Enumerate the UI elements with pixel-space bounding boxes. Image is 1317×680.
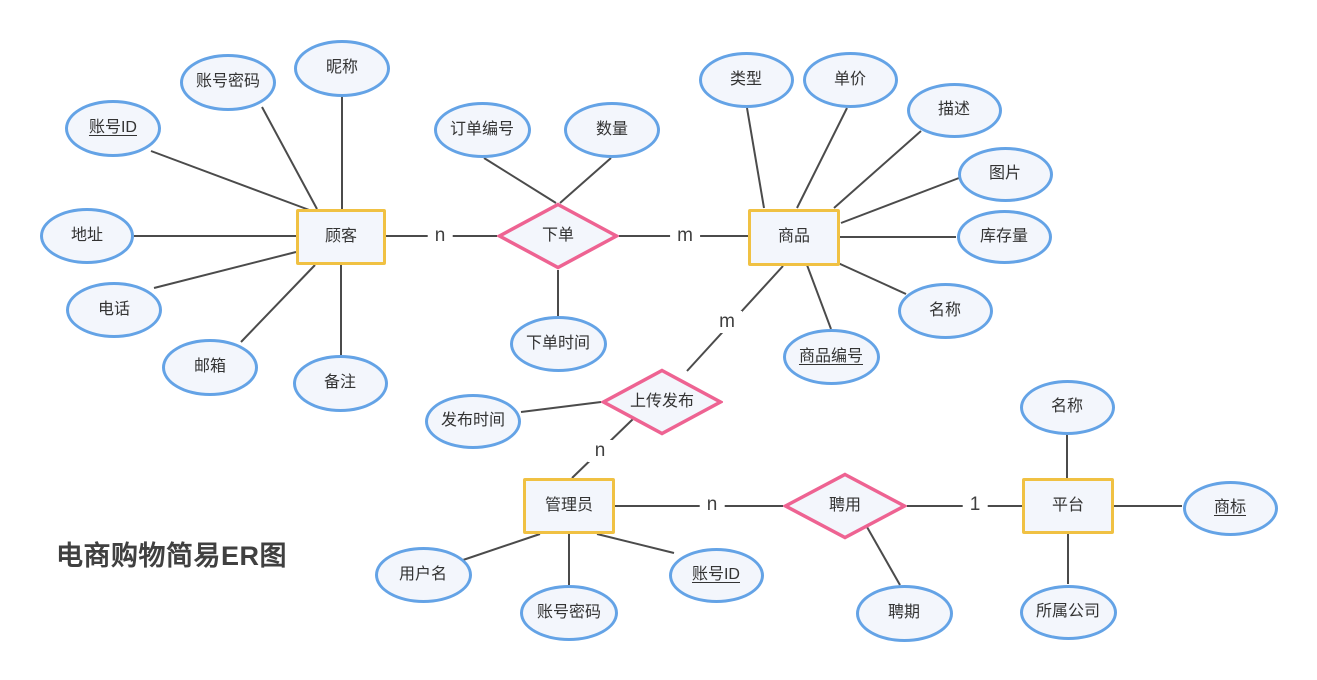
attribute-label: 商品编号 — [798, 348, 863, 366]
attribute-label: 昵称 — [325, 59, 358, 77]
diagram-title: 电商购物简易ER图 — [56, 541, 288, 571]
cardinality-label-customer--place-order: n — [427, 225, 453, 247]
attribute-product-type: 类型 — [698, 52, 794, 108]
attribute-customer-account-id: 账号ID — [65, 99, 161, 157]
edge-employ--employment-term — [866, 526, 901, 586]
attribute-employment-term: 聘期 — [855, 584, 953, 642]
attribute-label: 发布时间 — [440, 412, 505, 430]
attribute-label: 单价 — [833, 71, 866, 89]
diamond-shape — [601, 368, 723, 436]
relationship-upload-publish: 上传发布 — [601, 368, 723, 436]
attribute-label: 用户名 — [398, 566, 447, 584]
attribute-order-number: 订单编号 — [433, 102, 531, 158]
attribute-admin-username: 用户名 — [374, 547, 472, 603]
attribute-label: 账号ID — [691, 566, 740, 584]
edge-product-image--product — [840, 177, 960, 224]
attribute-admin-account-id: 账号ID — [668, 547, 764, 603]
attribute-label: 订单编号 — [449, 121, 514, 139]
attribute-label: 账号密码 — [536, 604, 601, 622]
attribute-label: 所属公司 — [1035, 603, 1100, 621]
cardinality-label-employ--platform: 1 — [962, 494, 988, 516]
attribute-label: 名称 — [1050, 398, 1083, 416]
relationship-label: 聘用 — [828, 497, 861, 515]
edge-customer-email--customer — [240, 264, 316, 343]
attribute-customer-nickname: 昵称 — [294, 39, 390, 97]
attribute-product-image: 图片 — [957, 146, 1053, 202]
edge-order-quantity--place-order — [559, 157, 612, 204]
attribute-customer-address: 地址 — [40, 208, 134, 264]
attribute-product-number: 商品编号 — [782, 329, 880, 385]
attribute-order-quantity: 数量 — [564, 102, 660, 158]
relationship-employ: 聘用 — [783, 472, 907, 540]
edge-customer-account-password--customer — [261, 106, 318, 210]
cardinality-label-upload-publish--admin: n — [587, 440, 613, 462]
attribute-platform-parent-company: 所属公司 — [1019, 584, 1117, 640]
entity-customer: 顾客 — [296, 209, 386, 265]
edge-customer-account-id--customer — [150, 150, 313, 212]
attribute-label: 账号密码 — [195, 73, 260, 91]
attribute-label: 描述 — [937, 101, 970, 119]
attribute-label: 名称 — [928, 302, 961, 320]
attribute-admin-account-password: 账号密码 — [520, 585, 618, 641]
edge-admin--admin-account-id — [596, 533, 675, 554]
attribute-product-description: 描述 — [906, 82, 1002, 138]
attribute-label: 数量 — [595, 121, 628, 139]
attribute-product-unit-price: 单价 — [802, 52, 898, 108]
attribute-customer-email: 邮箱 — [162, 338, 258, 396]
attribute-label: 账号ID — [88, 119, 137, 137]
attribute-label: 下单时间 — [525, 335, 590, 353]
relationship-label: 上传发布 — [629, 393, 694, 411]
attribute-customer-account-password: 账号密码 — [180, 53, 276, 111]
attribute-platform-name: 名称 — [1019, 379, 1115, 435]
edge-customer-phone--customer — [153, 251, 297, 289]
attribute-product-stock: 库存量 — [956, 210, 1052, 264]
attribute-label: 电话 — [97, 301, 130, 319]
relationship-label: 下单 — [541, 227, 574, 245]
attribute-order-time: 下单时间 — [509, 316, 607, 372]
entity-label: 商品 — [777, 228, 810, 246]
entity-product: 商品 — [748, 208, 840, 266]
attribute-platform-trademark: 商标 — [1182, 480, 1278, 536]
edge-product-type--product — [746, 107, 765, 209]
attribute-customer-phone: 电话 — [66, 282, 162, 338]
edge-publish-time--upload-publish — [520, 401, 602, 413]
entity-platform: 平台 — [1022, 478, 1114, 534]
attribute-label: 邮箱 — [193, 358, 226, 376]
attribute-product-name: 名称 — [897, 283, 993, 339]
attribute-publish-time: 发布时间 — [425, 393, 521, 449]
attribute-label: 商标 — [1213, 499, 1246, 517]
attribute-label: 备注 — [323, 374, 356, 392]
cardinality-label-admin--employ: n — [699, 494, 725, 516]
diamond-shape — [783, 472, 907, 540]
edge-product-unit-price--product — [796, 107, 848, 209]
entity-admin: 管理员 — [523, 478, 615, 534]
edge-product--product-number — [806, 264, 832, 330]
edge-admin--admin-username — [462, 533, 541, 561]
attribute-customer-remark: 备注 — [292, 354, 388, 412]
edge-order-number--place-order — [483, 157, 557, 204]
entity-label: 管理员 — [544, 497, 593, 515]
attribute-label: 类型 — [729, 71, 762, 89]
attribute-label: 地址 — [70, 227, 103, 245]
relationship-place-order: 下单 — [497, 202, 619, 270]
cardinality-label-product--upload-publish: m — [712, 311, 742, 333]
attribute-label: 库存量 — [979, 228, 1028, 246]
entity-label: 平台 — [1051, 497, 1084, 515]
edge-product--product-name — [837, 262, 907, 295]
diamond-shape — [497, 202, 619, 270]
cardinality-label-place-order--product: m — [670, 225, 700, 247]
attribute-label: 图片 — [988, 165, 1021, 183]
entity-label: 顾客 — [324, 228, 357, 246]
attribute-label: 聘期 — [887, 604, 920, 622]
edge-product-description--product — [833, 130, 922, 209]
